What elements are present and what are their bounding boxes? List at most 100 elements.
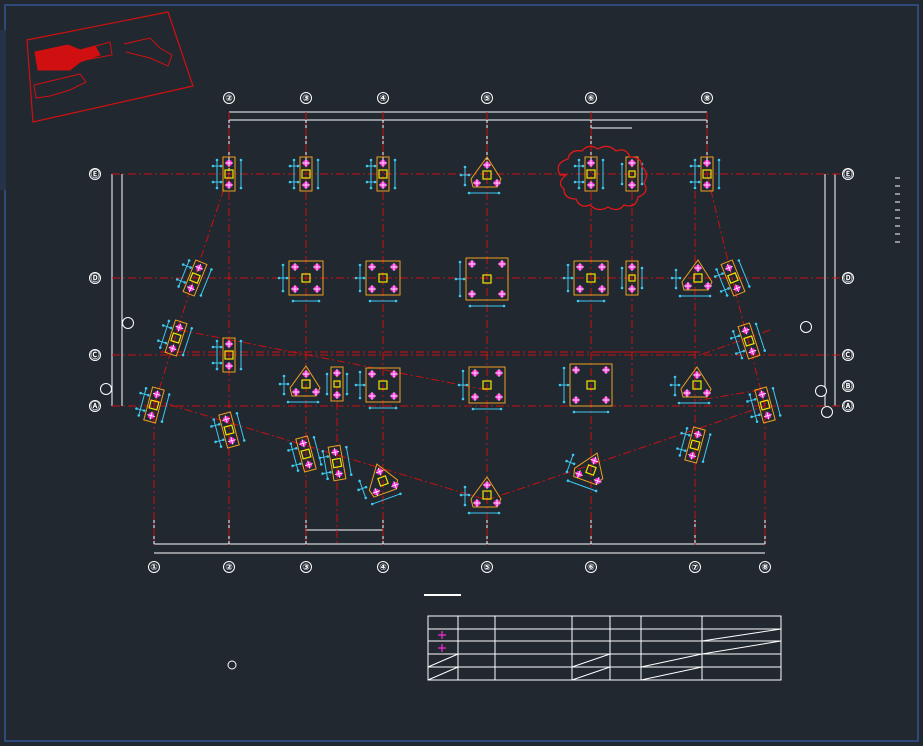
axis-bubble-left: Ⓐ [89, 400, 101, 412]
axis-bubble-slant [821, 406, 833, 418]
column [148, 399, 160, 411]
column [170, 332, 182, 344]
pile-cap[interactable] [285, 434, 323, 475]
axis-bubble-left: Ⓓ [89, 272, 101, 284]
axis-bubble-bottom-label: ⑥ [587, 563, 595, 573]
dimension-lines [111, 111, 836, 596]
axis-bubble-left: Ⓔ [89, 168, 101, 180]
pile-cap[interactable] [317, 444, 353, 483]
axis-bubble-bottom: ⑤ [481, 561, 493, 573]
column [301, 169, 311, 179]
axis-bubble-slant [815, 385, 827, 397]
column [301, 379, 311, 389]
pile-cap[interactable] [365, 156, 397, 192]
grid-line [153, 399, 488, 501]
axis-bubble-left-label: Ⓔ [90, 168, 99, 180]
column [628, 170, 636, 178]
axis-bubble-left-label: Ⓓ [90, 272, 99, 284]
axis-bubble-bottom-label: ② [225, 563, 233, 573]
axis-bubble-slant [122, 317, 134, 329]
column [333, 380, 341, 388]
axis-bubble-right: Ⓓ [842, 272, 854, 284]
column [586, 273, 596, 283]
pile-cap[interactable] [208, 410, 246, 451]
column [223, 424, 235, 436]
column [689, 439, 701, 451]
axis-bubble-top-label: ⑧ [703, 94, 711, 104]
column [224, 350, 234, 360]
pile-cap[interactable] [325, 366, 349, 402]
axis-bubble-top-label: ② [225, 94, 233, 104]
axis-bubble-left: Ⓒ [89, 349, 101, 361]
axis-bubble-right: Ⓒ [842, 349, 854, 361]
pile-cap[interactable] [454, 257, 509, 308]
axis-bubble-bottom-label: ⑧ [761, 563, 769, 573]
column [378, 273, 388, 283]
pile-cap[interactable] [277, 260, 324, 303]
pile-cap[interactable] [562, 260, 609, 303]
pile-icon [438, 631, 446, 639]
grid-line [699, 329, 771, 356]
column [585, 464, 597, 476]
axis-bubble-bottom-label: ⑦ [691, 563, 699, 573]
axis-bubble-top: ② [223, 92, 235, 104]
axis-bubble-bottom-label: ④ [379, 563, 387, 573]
pile-cap[interactable] [211, 156, 243, 192]
pile-cap[interactable] [689, 156, 721, 192]
pile-cap[interactable] [573, 156, 605, 192]
pile-cap[interactable] [727, 321, 767, 363]
pile-cap[interactable] [211, 337, 243, 373]
left-toolbar-strip[interactable] [0, 30, 6, 190]
axis-bubble-top-label: ⑥ [587, 94, 595, 104]
grid-line [179, 329, 488, 391]
pile-cap[interactable] [744, 385, 782, 426]
drawing-border [4, 4, 919, 742]
pile-cap[interactable] [154, 316, 194, 358]
axis-bubble-top: ⑧ [701, 92, 713, 104]
pile-cap[interactable] [133, 384, 171, 425]
axis-bubble-top: ⑥ [585, 92, 597, 104]
pile-cap[interactable] [558, 363, 613, 414]
pile-cap[interactable] [711, 257, 752, 300]
column [300, 448, 312, 460]
pile-cap[interactable] [670, 259, 713, 298]
pile-cap[interactable] [278, 365, 321, 404]
key-plan-icon [26, 11, 194, 123]
pile-cap[interactable] [457, 366, 506, 411]
axis-bubble-slant [800, 321, 812, 333]
pile-caps[interactable] [133, 156, 782, 515]
pile-cap[interactable] [354, 260, 401, 303]
pile-cap[interactable] [459, 476, 502, 515]
column [743, 335, 755, 347]
column [693, 273, 703, 283]
axis-bubble-top: ③ [300, 92, 312, 104]
axis-bubble-right: Ⓔ [842, 168, 854, 180]
pile-cap[interactable] [288, 156, 320, 192]
column [482, 380, 492, 390]
pile-cap[interactable] [173, 256, 214, 299]
revision-cloud-icon [557, 145, 648, 211]
column [482, 490, 492, 500]
pile-cap[interactable] [459, 156, 502, 195]
pile-icon [438, 644, 446, 652]
pile-cap[interactable] [559, 444, 611, 493]
column [378, 169, 388, 179]
pile-cap[interactable] [354, 367, 401, 410]
column [331, 457, 343, 469]
pile-cap[interactable] [351, 459, 403, 508]
structural-grid [112, 112, 840, 545]
pile-cap[interactable] [620, 260, 644, 296]
axis-bubble-bottom: ④ [377, 561, 389, 573]
pile-cap[interactable] [674, 424, 712, 465]
column [727, 272, 739, 284]
column [482, 170, 492, 180]
column [692, 380, 702, 390]
column [586, 380, 596, 390]
axis-bubble-right: Ⓐ [842, 400, 854, 412]
axis-bubble-right-label: Ⓒ [843, 349, 852, 361]
pile-cap[interactable] [669, 366, 712, 405]
legend-symbols [438, 631, 446, 652]
axis-bubble-bottom: ⑥ [585, 561, 597, 573]
